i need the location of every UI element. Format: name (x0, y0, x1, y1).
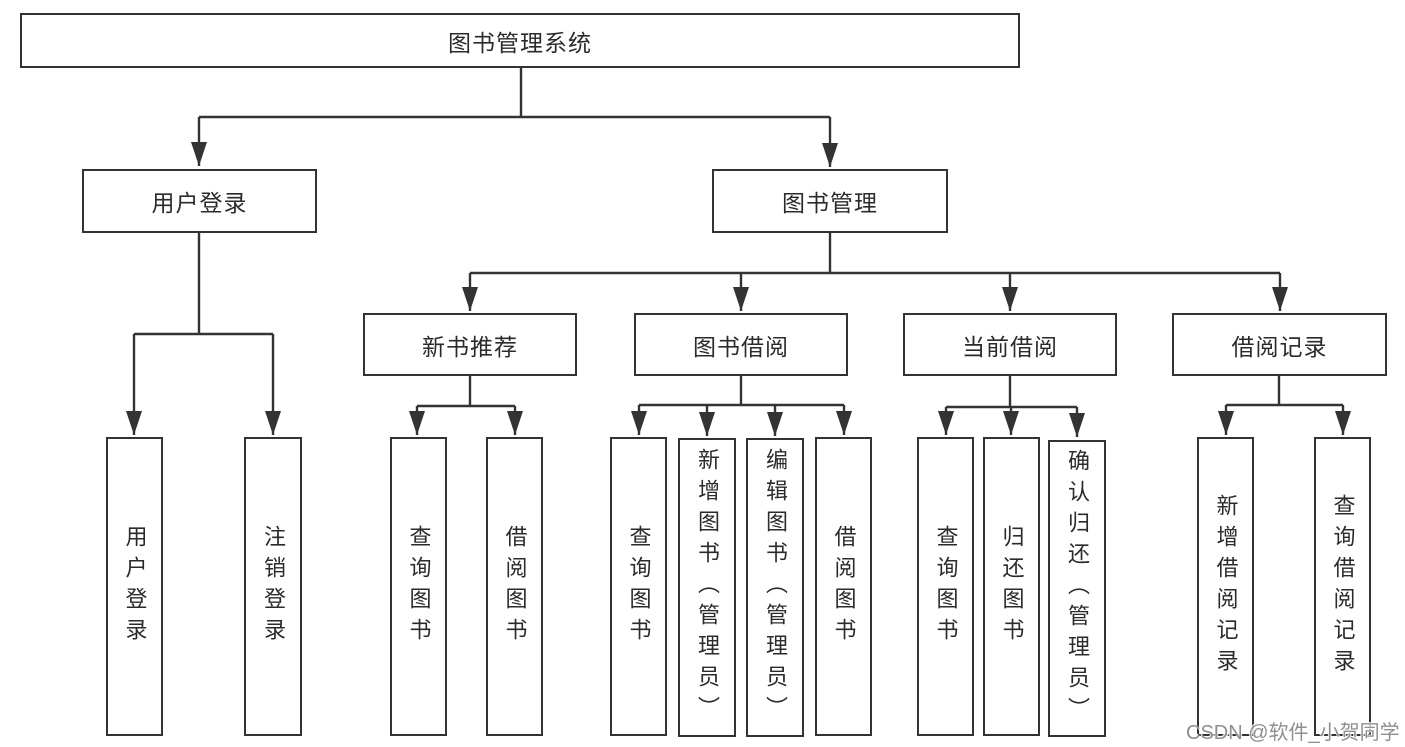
node-new-book-recommend-label: 新书推荐 (422, 333, 518, 360)
connector-new-book-recommend (409, 376, 523, 435)
node-book-management-label: 图书管理 (782, 190, 878, 216)
node-current-borrow-label: 当前借阅 (962, 333, 1058, 360)
node-bb-borrow-books-label: 借阅图书 (831, 524, 857, 649)
node-cb-query-books-label: 查询图书 (933, 524, 959, 649)
node-user-login: 用户登录 (82, 169, 317, 233)
connector-book-management (462, 233, 1288, 311)
node-bb-add-books-admin: 新增图书（管理员） (678, 438, 736, 737)
node-current-borrow: 当前借阅 (903, 313, 1117, 376)
node-library-system-label: 图书管理系统 (448, 29, 592, 56)
connector-root (191, 68, 838, 167)
node-book-management: 图书管理 (712, 169, 948, 233)
node-bb-query-books: 查询图书 (610, 437, 667, 736)
node-borrow-records: 借阅记录 (1172, 313, 1387, 376)
node-borrow-records-label: 借阅记录 (1231, 333, 1328, 360)
node-bb-edit-books-admin: 编辑图书（管理员） (746, 438, 804, 737)
node-cb-confirm-return-admin-label: 确认归还（管理员） (1065, 449, 1090, 728)
node-bb-edit-books-admin-label: 编辑图书（管理员） (763, 448, 788, 727)
connector-current-borrow (938, 376, 1085, 437)
node-cb-query-books: 查询图书 (917, 437, 974, 736)
node-logout-label: 注销登录 (261, 524, 286, 649)
connector-book-borrow (631, 376, 852, 436)
node-user-login-label: 用户登录 (151, 190, 248, 216)
node-nb-borrow-books: 借阅图书 (486, 437, 543, 736)
node-bb-query-books-label: 查询图书 (626, 524, 652, 649)
csdn-watermark: CSDN @软件_小贺同学 (1186, 722, 1400, 744)
node-book-borrow-label: 图书借阅 (693, 333, 789, 360)
node-cb-return-books-label: 归还图书 (999, 524, 1025, 649)
connector-borrow-records (1218, 376, 1351, 435)
node-nb-borrow-books-label: 借阅图书 (502, 524, 528, 649)
node-nb-query-books: 查询图书 (390, 437, 447, 736)
node-br-query-record: 查询借阅记录 (1314, 437, 1371, 736)
node-new-book-recommend: 新书推荐 (363, 313, 577, 376)
node-user-login-action: 用户登录 (106, 437, 163, 736)
node-book-borrow: 图书借阅 (634, 313, 848, 376)
node-cb-confirm-return-admin: 确认归还（管理员） (1048, 440, 1106, 737)
node-br-query-record-label: 查询借阅记录 (1330, 493, 1356, 680)
node-library-system: 图书管理系统 (20, 13, 1020, 68)
node-cb-return-books: 归还图书 (983, 437, 1040, 736)
node-br-add-record-label: 新增借阅记录 (1213, 493, 1239, 680)
node-br-add-record: 新增借阅记录 (1197, 437, 1254, 736)
node-nb-query-books-label: 查询图书 (406, 524, 432, 649)
node-bb-add-books-admin-label: 新增图书（管理员） (695, 448, 720, 727)
node-user-login-action-label: 用户登录 (122, 524, 148, 649)
connector-user-login (126, 233, 281, 435)
node-bb-borrow-books: 借阅图书 (815, 437, 872, 736)
node-logout: 注销登录 (244, 437, 302, 736)
